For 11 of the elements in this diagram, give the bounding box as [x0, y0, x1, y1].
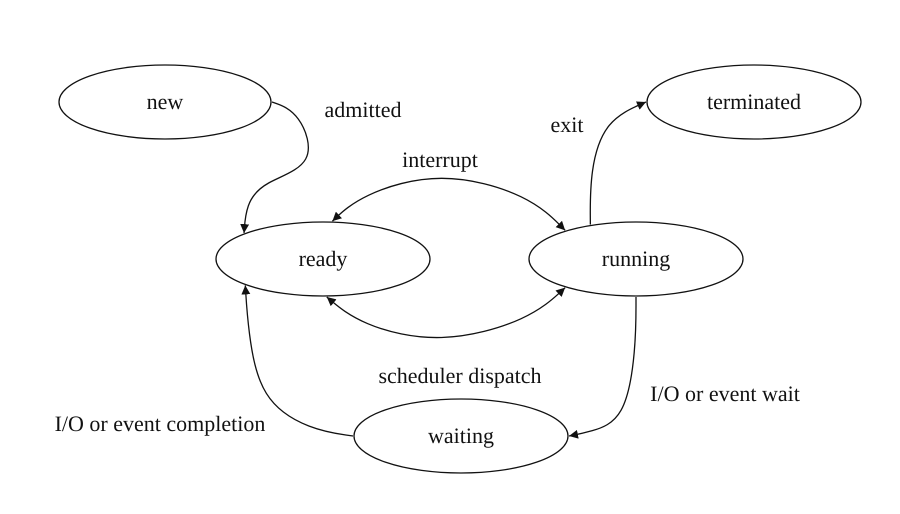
state-label: ready [298, 246, 348, 272]
state-label: running [602, 246, 670, 272]
state-label: new [146, 89, 184, 115]
arrow [568, 297, 637, 439]
state-label: terminated [706, 89, 802, 115]
arrow [240, 101, 309, 234]
arrow [326, 287, 566, 338]
state-label: waiting [428, 423, 494, 449]
arrow [332, 178, 566, 231]
arrow [241, 285, 354, 437]
arrow [590, 101, 646, 225]
